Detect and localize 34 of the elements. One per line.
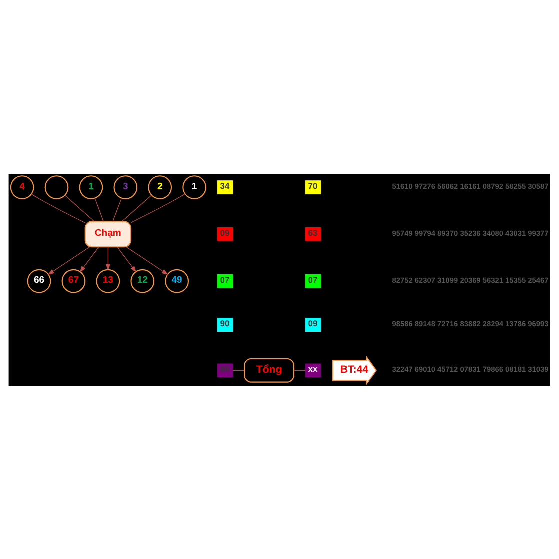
- node-circle: 67: [62, 268, 86, 293]
- node-box: 63: [305, 227, 322, 241]
- node-box: Tổng: [244, 358, 294, 382]
- node-box: 90: [217, 318, 234, 332]
- connector: [64, 194, 95, 222]
- node-circle: 66: [27, 268, 52, 293]
- node-circle: 49: [165, 268, 189, 293]
- connector: [112, 198, 122, 222]
- connector: [94, 198, 104, 222]
- node-box: Chạm: [84, 220, 132, 248]
- node-circle: 13: [96, 268, 120, 293]
- node-circle: 1: [182, 175, 206, 199]
- arrow: [106, 246, 110, 270]
- connector: [31, 193, 86, 223]
- node-circle: 2: [148, 175, 172, 199]
- arrow: [126, 246, 168, 275]
- node-box: 09: [217, 227, 234, 241]
- node-box: 07: [217, 274, 234, 288]
- node-box: 70: [305, 180, 322, 194]
- node-box: xx: [305, 363, 322, 378]
- node-circle: 4: [10, 175, 34, 199]
- arrow: [80, 246, 100, 272]
- node-box: 80: [217, 363, 234, 378]
- node-circle: [44, 175, 69, 199]
- node-box: 34: [217, 180, 234, 194]
- connector: [130, 193, 186, 223]
- node-circle: 3: [114, 175, 138, 199]
- node-circle: 1: [79, 175, 104, 199]
- arrow: [48, 246, 90, 275]
- node-circle: 12: [130, 268, 155, 293]
- node-box: 07: [305, 274, 322, 288]
- connector: [122, 194, 152, 222]
- node-box: 09: [305, 318, 322, 332]
- arrow: [117, 246, 137, 272]
